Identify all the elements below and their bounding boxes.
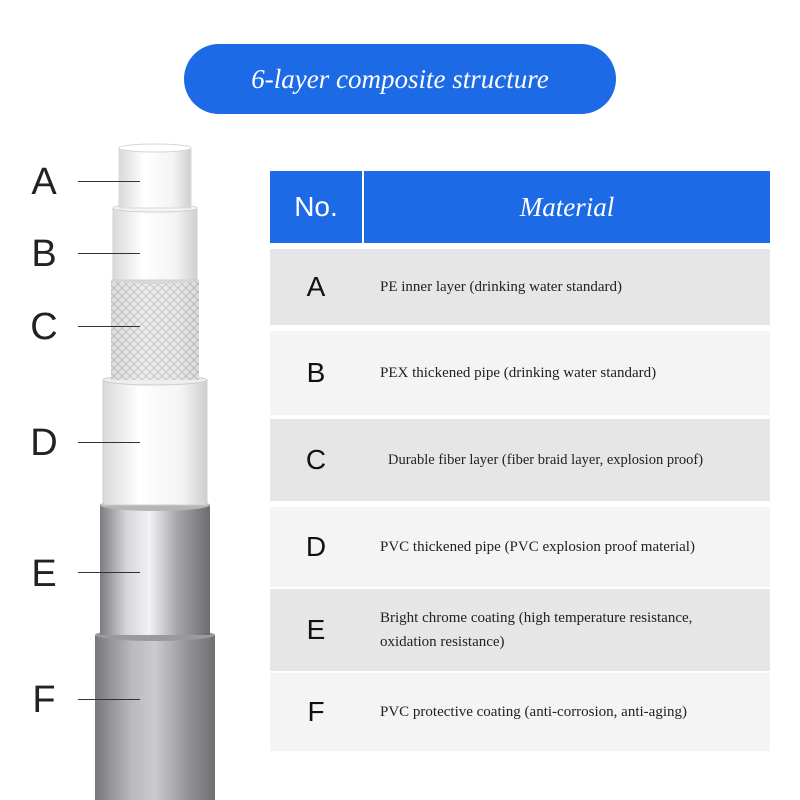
layer-b-segment	[112, 203, 198, 281]
table-row: B PEX thickened pipe (drinking water sta…	[270, 331, 770, 415]
table-row: C Durable fiber layer (fiber braid layer…	[270, 419, 770, 501]
layer-d-segment	[102, 374, 208, 506]
row-material: PEX thickened pipe (drinking water stand…	[380, 365, 657, 381]
header-no: No.	[294, 191, 338, 222]
row-material: PVC protective coating (anti-corrosion, …	[380, 704, 687, 720]
header-material: Material	[519, 192, 615, 222]
layer-label-a: A	[31, 161, 57, 203]
leader-line-b	[78, 253, 140, 254]
layer-label-e: E	[31, 553, 57, 595]
row-no: B	[306, 357, 326, 388]
page-title: 6-layer composite structure	[251, 63, 549, 94]
leader-line-f	[78, 699, 140, 700]
table-row: A PE inner layer (drinking water standar…	[270, 249, 770, 325]
row-no: E	[306, 614, 326, 645]
table-row: D PVC thickened pipe (PVC explosion proo…	[270, 507, 770, 587]
title-banner: 6-layer composite structure	[184, 44, 616, 114]
layer-f-segment	[95, 629, 215, 800]
table-row: E Bright chrome coating (high temperatur…	[270, 589, 770, 671]
table-header-row: No. Material	[270, 171, 770, 243]
row-material: PE inner layer (drinking water standard)	[380, 279, 622, 295]
table-row: F PVC protective coating (anti-corrosion…	[270, 673, 770, 751]
layer-label-f: F	[32, 679, 56, 721]
layer-label-b: B	[31, 233, 57, 275]
leader-line-c	[78, 326, 140, 327]
leader-line-d	[78, 442, 140, 443]
hose-layers-illustration	[95, 143, 215, 800]
layer-c-segment	[111, 276, 199, 380]
row-material: Durable fiber layer (fiber braid layer, …	[388, 452, 704, 468]
row-no: F	[307, 696, 325, 727]
row-no: D	[305, 531, 327, 562]
leader-line-e	[78, 572, 140, 573]
row-no: C	[305, 444, 327, 475]
leader-line-a	[78, 181, 140, 182]
layer-label-c: C	[30, 306, 58, 348]
row-material: PVC thickened pipe (PVC explosion proof …	[380, 539, 695, 555]
row-material: Bright chrome coating (high temperature …	[380, 610, 693, 650]
header-divider	[362, 171, 364, 243]
layer-e-segment	[100, 499, 210, 635]
layer-a-segment	[118, 143, 192, 209]
row-no: A	[306, 271, 326, 302]
layer-label-d: D	[30, 422, 58, 464]
